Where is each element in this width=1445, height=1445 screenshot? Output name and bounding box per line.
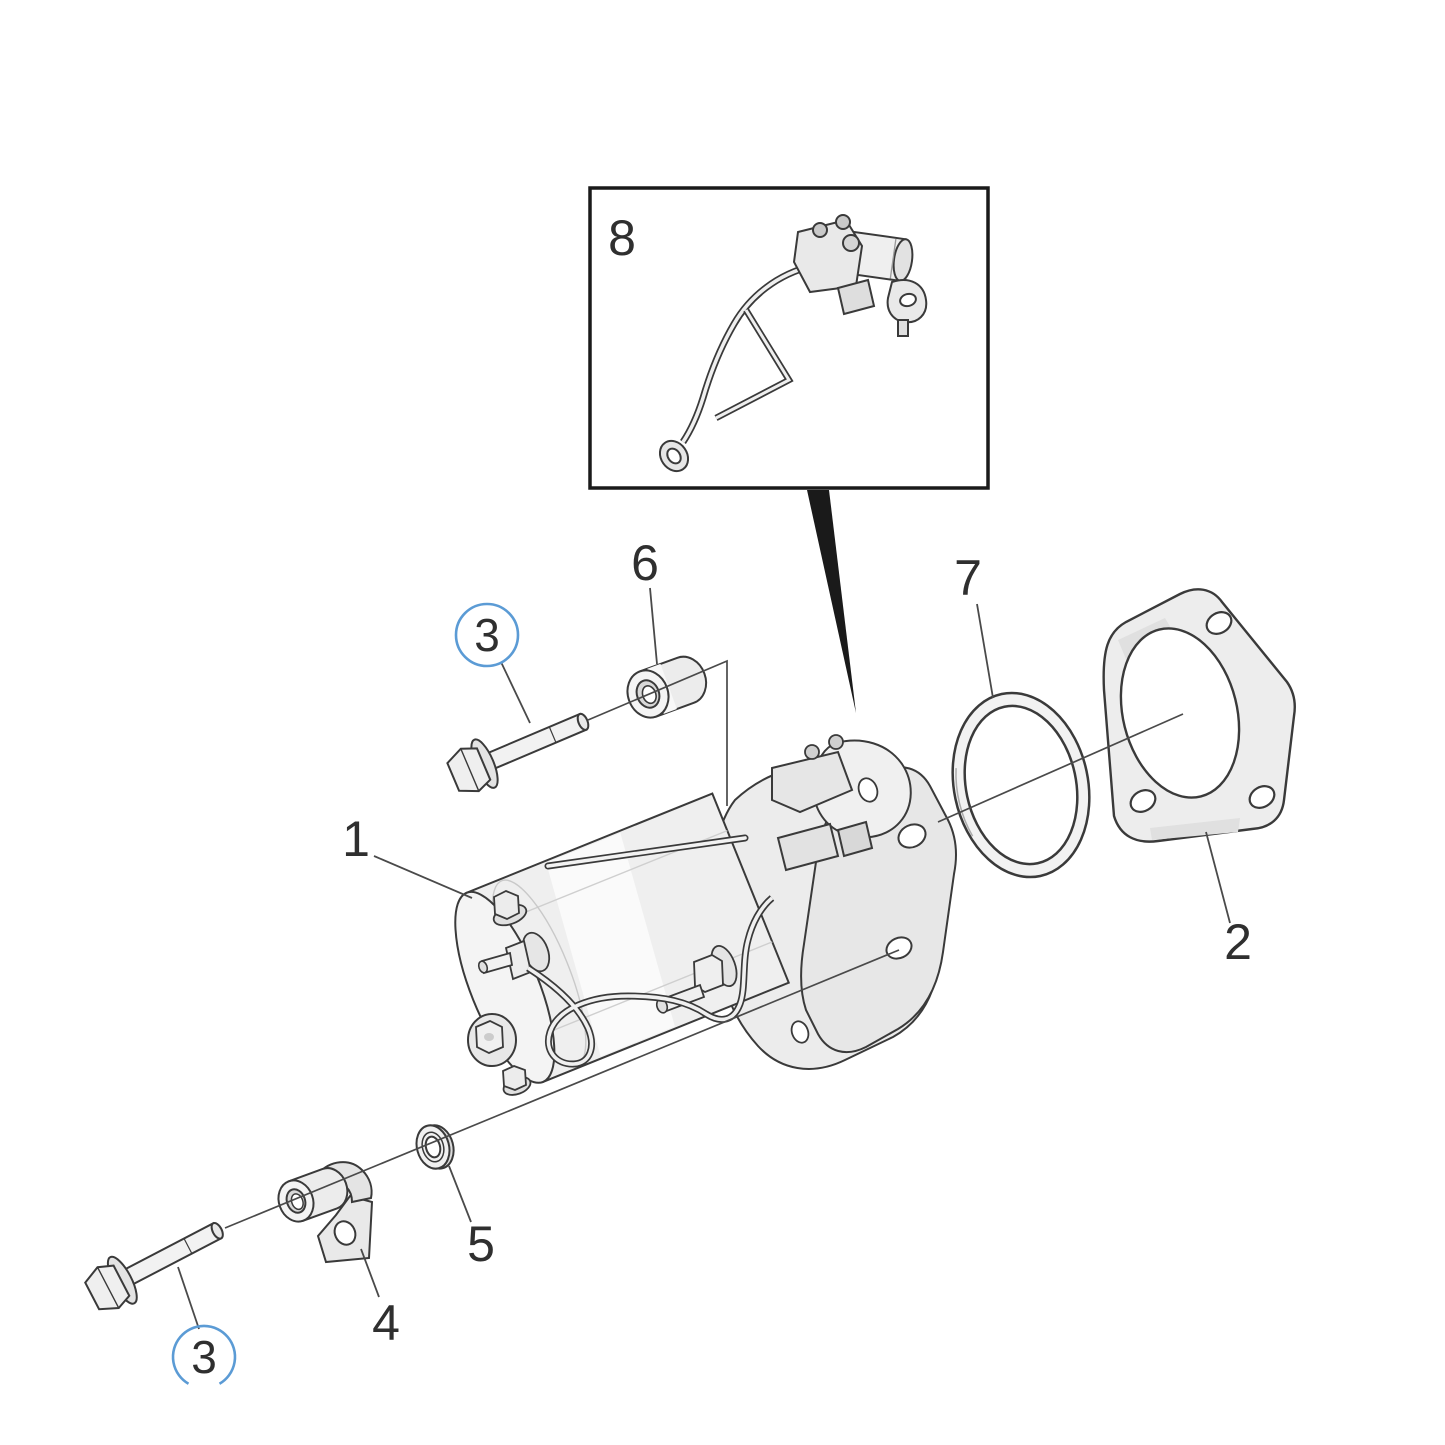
gasket-bolt-hole-top: [1205, 611, 1233, 635]
callout-4: 4: [372, 1295, 400, 1351]
flange-ear-hole-top: [897, 823, 927, 849]
gasket-center-opening: [1119, 627, 1241, 799]
highlight-circle-lower: [171, 1324, 237, 1385]
drive-end-stud: [655, 945, 738, 1014]
solenoid-stud: [897, 319, 909, 337]
solenoid-top-nut-2: [828, 734, 844, 750]
circled-callout-3-lower: 3: [171, 1324, 237, 1385]
gasket-bolt-hole-right: [1248, 785, 1276, 809]
end-cap-hardware: [467, 890, 551, 1096]
solenoid-connector-block: [776, 822, 840, 872]
solenoid-detail-drawing: [658, 214, 928, 473]
callout-3-lower: 3: [191, 1331, 217, 1383]
gasket-shade-2: [1150, 818, 1240, 840]
solenoid-tab-hole: [857, 777, 879, 803]
leader-3-lower: [177, 1266, 200, 1330]
axis-line-upper-bolt: [587, 659, 728, 806]
leader-1: [373, 855, 473, 899]
leader-2: [1205, 831, 1231, 924]
bracket-bushing: [277, 1167, 349, 1223]
solenoid-terminal-nut-3: [842, 234, 860, 252]
alignment-lines: [224, 659, 1184, 1229]
leader-lines: [177, 587, 1231, 1330]
solenoid-tab-hole: [899, 292, 917, 308]
o-ring-seam: [955, 768, 974, 837]
tie-rod: [546, 836, 747, 868]
axis-line-lower-bolt: [224, 949, 900, 1229]
callout-7: 7: [954, 550, 982, 606]
callout-5: 5: [467, 1216, 495, 1272]
callout-8: 8: [608, 210, 636, 266]
callout-6: 6: [631, 535, 659, 591]
circled-callout-3-upper: 3: [454, 602, 520, 668]
solenoid-cable: [681, 264, 813, 443]
callout-1: 1: [342, 811, 370, 867]
callout-3-upper: 3: [474, 609, 500, 661]
mounting-gasket: [1102, 588, 1296, 843]
solenoid-connector: [836, 278, 876, 316]
solenoid-terminal-nut-1: [812, 222, 828, 238]
ring-terminal: [658, 439, 690, 473]
end-cap-bolt-top: [493, 890, 520, 920]
solenoid-bracket-arm: [771, 750, 854, 814]
detail-pointer: [807, 490, 856, 713]
solenoid-v-wire: [715, 309, 792, 420]
leader-3-upper: [500, 661, 531, 724]
solenoid-top-nut-1: [804, 744, 820, 760]
starter-motor-assembly: [454, 734, 957, 1096]
detail-box-part-8: [588, 186, 990, 713]
washer-hole: [424, 1135, 442, 1159]
highlight-circle-upper: [454, 602, 520, 668]
axis-line-gasket: [937, 713, 1184, 823]
leader-6: [649, 587, 658, 665]
housing-drain-hole: [790, 1020, 810, 1044]
detail-box-border: [588, 186, 990, 490]
end-cap-bolt-bottom: [502, 1065, 527, 1091]
motor-wire: [527, 896, 774, 1066]
solenoid-connector-tab: [836, 820, 874, 858]
bracket-hole: [333, 1220, 357, 1246]
solenoid-terminal-nut-2: [835, 214, 851, 230]
solenoid-bracket: [792, 218, 864, 294]
washer: [415, 1124, 455, 1170]
leader-5: [448, 1165, 472, 1223]
callout-labels: 1 2 4 5 6 7 8: [342, 210, 1252, 1351]
gasket-bolt-hole-left: [1129, 789, 1157, 813]
leader-7: [976, 603, 994, 699]
callout-2: 2: [1224, 914, 1252, 970]
leader-4: [360, 1248, 380, 1298]
